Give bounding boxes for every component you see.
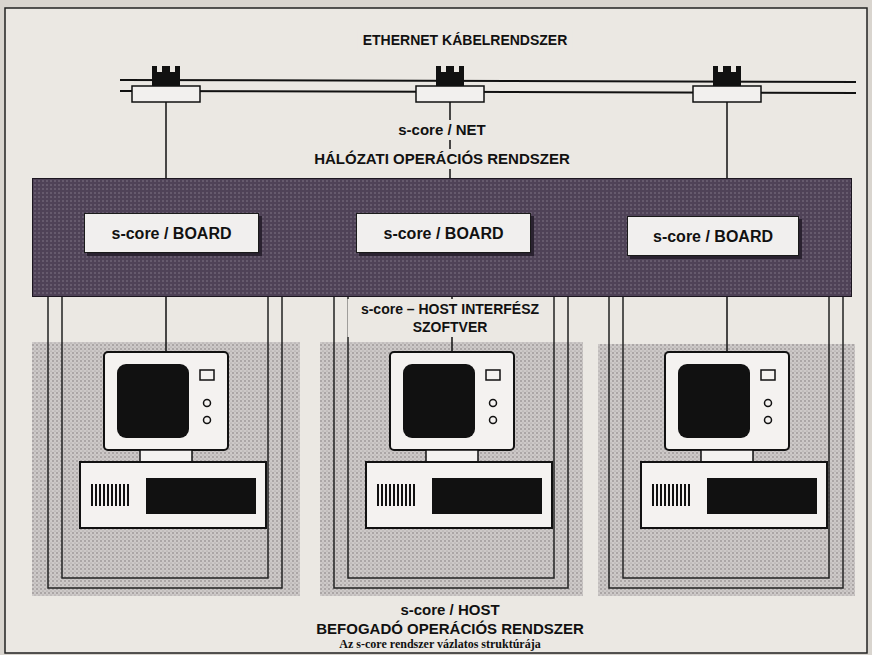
monitor-knob <box>204 400 211 407</box>
computer <box>80 352 266 528</box>
monitor-stand <box>426 450 478 462</box>
cable-tap <box>416 66 484 102</box>
drive-slot <box>432 478 542 514</box>
system-unit <box>366 462 552 528</box>
monitor-knob <box>490 400 497 407</box>
monitor-knob <box>204 417 211 424</box>
monitor-button <box>486 370 500 380</box>
board-box: s-core / BOARD <box>627 216 799 256</box>
computer <box>641 352 827 528</box>
frame <box>5 8 867 653</box>
tap-notch <box>170 66 175 72</box>
system-unit <box>641 462 827 528</box>
host-areas <box>32 342 855 596</box>
computers <box>80 352 827 528</box>
screen <box>678 364 750 438</box>
band-heading-group: s-core / NET HÁLÓZATI OPERÁCIÓS RENDSZER <box>33 120 851 169</box>
board-box: s-core / BOARD <box>356 213 531 253</box>
tap-notch <box>157 66 162 72</box>
tap-plate <box>132 86 200 102</box>
board-label: s-core / BOARD <box>653 227 773 246</box>
screen <box>403 364 475 438</box>
tap-body <box>713 66 741 86</box>
board-box: s-core / BOARD <box>84 213 259 253</box>
monitor <box>104 352 228 450</box>
host-os-label: BEFOGADÓ OPERÁCIÓS RENDSZER <box>311 618 589 639</box>
cable-taps <box>132 66 761 102</box>
cable-tap <box>132 66 200 102</box>
host-label: s-core / HOST <box>395 599 504 620</box>
monitor <box>665 352 789 450</box>
cable-label: ETHERNET KÁBELRENDSZER <box>358 30 573 50</box>
tap-plate <box>416 86 484 102</box>
computer <box>366 352 552 528</box>
tap-notch <box>731 66 736 72</box>
tap-body <box>152 66 180 86</box>
host-area <box>598 344 855 596</box>
tap-plate <box>693 86 761 102</box>
host-area <box>320 342 583 596</box>
band-heading: HÁLÓZATI OPERÁCIÓS RENDSZER <box>308 149 576 169</box>
interface-label: s-core – HOST INTERFÉSZ SZOFTVER <box>348 299 553 337</box>
board-label: s-core / BOARD <box>111 224 231 243</box>
vent <box>92 484 128 506</box>
vent <box>378 484 414 506</box>
host-area <box>32 342 300 596</box>
drive-slot <box>707 478 817 514</box>
monitor-knob <box>765 417 772 424</box>
tap-notch <box>454 66 459 72</box>
network-os-band: s-core / NETHÁLÓZATI OPERÁCIÓS RENDSZERs… <box>32 178 852 297</box>
tap-notch <box>441 66 446 72</box>
board-label: s-core / BOARD <box>383 224 503 243</box>
drive-slot <box>146 478 256 514</box>
monitor-stand <box>140 450 192 462</box>
figure-caption: Az s-core rendszer vázlatos struktúrája <box>339 637 540 652</box>
tap-body <box>436 66 464 86</box>
tap-notch <box>718 66 723 72</box>
monitor-stand <box>701 450 753 462</box>
band-heading: s-core / NET <box>392 120 492 140</box>
monitor <box>390 352 514 450</box>
monitor-knob <box>490 417 497 424</box>
monitor-button <box>761 370 775 380</box>
monitor-button <box>200 370 214 380</box>
system-unit <box>80 462 266 528</box>
screen <box>117 364 189 438</box>
cable-tap <box>693 66 761 102</box>
vent <box>653 484 689 506</box>
monitor-knob <box>765 400 772 407</box>
cable-line <box>120 80 856 82</box>
